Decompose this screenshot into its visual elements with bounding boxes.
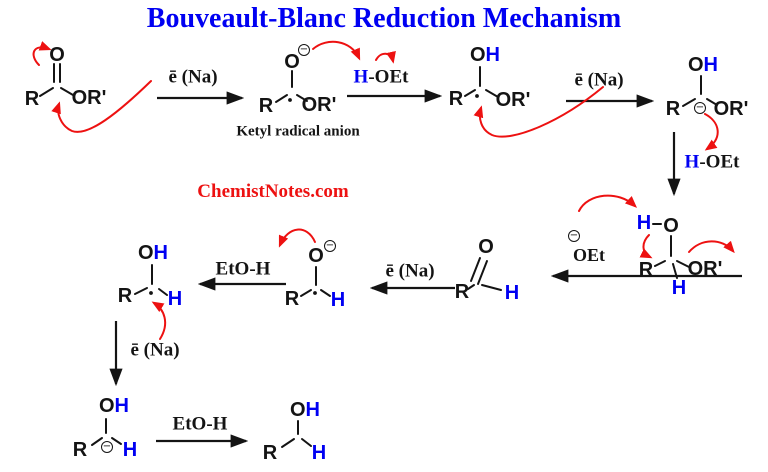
reagent-label-h-oet-1: H-OEt: [354, 68, 409, 87]
reagent-label-electron-na-1: ē (Na): [168, 66, 218, 88]
curved-arrow-carbanion-to-HOEt: [704, 113, 719, 151]
curved-arrow-OH-to-C: [639, 234, 653, 259]
page-title: Bouveault-Blanc Reduction Mechanism: [146, 3, 622, 34]
oet-part: -OEt: [368, 66, 409, 88]
radical-dot-icon: [149, 291, 153, 295]
radical-dot-icon: [313, 291, 317, 295]
curved-arrow-alkoxide-to-H: [312, 40, 361, 61]
proton-H: H: [684, 151, 700, 173]
oet-part: -OEt: [699, 151, 740, 173]
radical-dot-icon: [288, 98, 292, 102]
radical-dot-icon: [475, 94, 479, 98]
reagent-label-eto-h-2: EtO-H: [172, 413, 228, 435]
reagent-label-electron-na-4: ē (Na): [130, 339, 180, 361]
curved-arrow-electron-to-carbonyl: [51, 80, 152, 133]
curved-arrow-alkoxide-to-EtOH: [278, 228, 316, 248]
curved-arrow-ethoxide-to-H: [578, 194, 638, 212]
curved-arrow-pi-to-O: [32, 41, 52, 66]
curved-arrow-HO-to-OEt: [375, 50, 396, 64]
reagent-label-eto-h-1: EtO-H: [215, 258, 271, 280]
electron-pushing-arrows: [32, 40, 735, 340]
reagent-label-h-oet-2: H-OEt: [685, 153, 740, 172]
radical-dot-icons: [149, 94, 479, 295]
curved-arrow-electron-to-radical2: [151, 301, 167, 340]
curved-arrow-electron-to-radical: [473, 86, 604, 138]
curved-arrow-C-to-OR-leaving: [688, 240, 735, 254]
reaction-arrows: [109, 89, 742, 448]
reagent-label-electron-na-2: ē (Na): [574, 69, 624, 91]
watermark: ChemistNotes.com: [197, 181, 349, 202]
proton-H: H: [353, 66, 369, 88]
bond-lines: [39, 63, 718, 448]
reagent-label-electron-na-3: ē (Na): [385, 260, 435, 282]
